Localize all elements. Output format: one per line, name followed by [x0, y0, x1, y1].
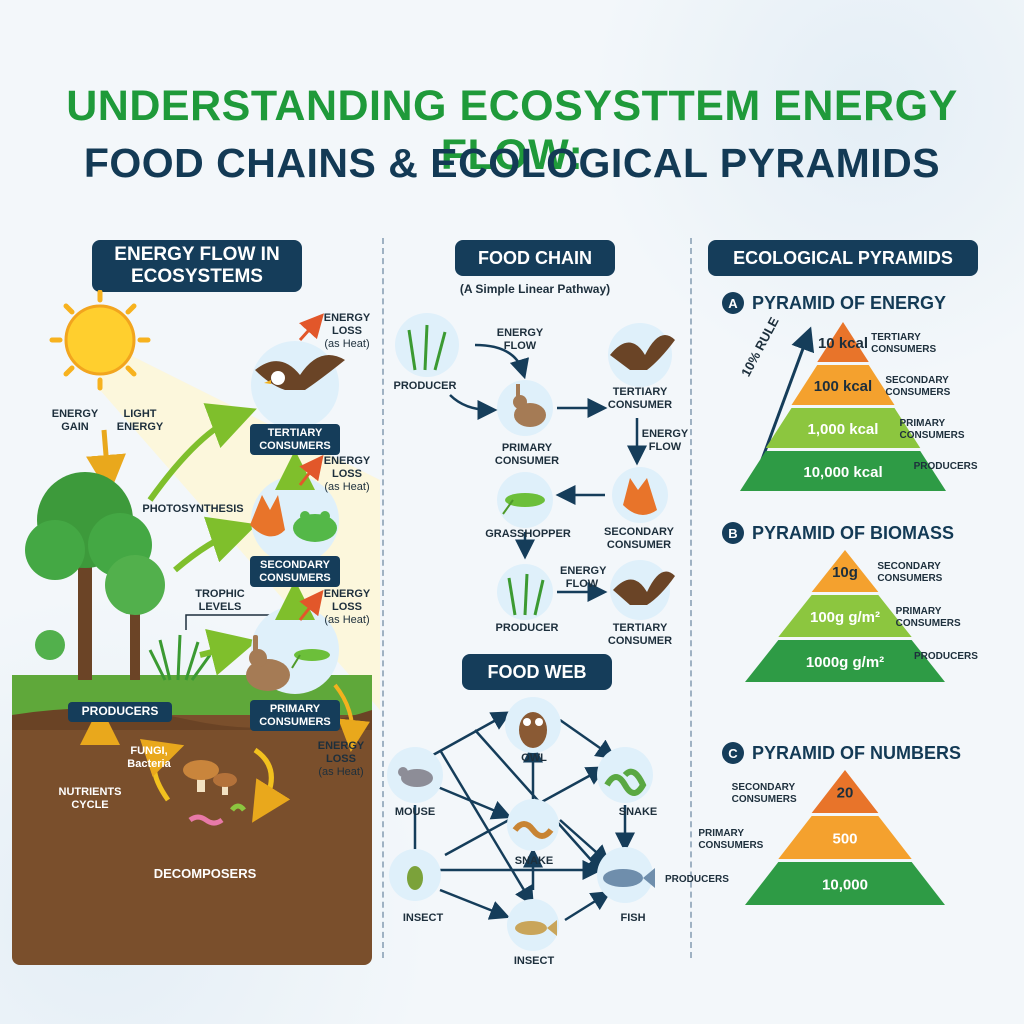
biomass-pyramid-label-2: PRIMARY CONSUMERS [895, 606, 961, 629]
numbers-pyramid-value-2: 500 [832, 831, 857, 848]
biomass-pyramid-label-1: SECONDARY CONSUMERS [877, 561, 943, 584]
mouse-label: MOUSE [394, 806, 436, 818]
fox-icon [250, 495, 285, 537]
fish-icon-2 [515, 920, 557, 936]
grasshopper-icon [502, 493, 545, 515]
biomass-pyramid-value-1: 10g [832, 564, 858, 581]
energy-flow-label-3: ENERGY FLOW [560, 565, 607, 591]
owl-label: OWL [521, 752, 547, 764]
fox-icon [623, 478, 657, 515]
nutrients-cycle-label: NUTRIENTS CYCLE [58, 786, 122, 812]
energy-pyramid-label-1: TERTIARY CONSUMERS [871, 332, 937, 355]
eagle-icon [255, 355, 345, 390]
energy-pyramid-level-3 [765, 408, 921, 448]
energy-gain-label: ENERGY GAIN [51, 408, 99, 434]
energy-pyramid-label-4: PRODUCERS [913, 461, 978, 472]
biomass-pyramid-level-2 [778, 595, 912, 637]
numbers-pyramid-label-3: PRODUCERS [665, 873, 729, 885]
tertiary-consumers-chip: TERTIARY CONSUMERS [250, 424, 340, 456]
numbers-pyramid-value-3: 10,000 [822, 877, 868, 894]
numbers-pyramid-label-2: PRIMARY CONSUMERS [698, 827, 764, 851]
energy-flow-label-1: ENERGY FLOW [496, 327, 544, 353]
snake-label-2: SNAKE [618, 806, 658, 818]
producers-chip: PRODUCERS [68, 702, 172, 722]
producer-label-1: PRODUCER [393, 380, 457, 392]
biomass-pyramid-level-3 [745, 640, 945, 682]
trophic-levels-label: TROPHIC LEVELS [195, 588, 245, 614]
energy-pyramid-label-2: SECONDARY CONSUMERS [885, 375, 951, 398]
energy-loss-label-1: ENERGY LOSS(as Heat) [323, 312, 371, 351]
energy-flow-banner: ENERGY FLOW IN ECOSYSTEMS [92, 240, 302, 292]
tree-icon [25, 472, 165, 680]
numbers-pyramid-label-1: SECONDARY CONSUMERS [731, 781, 797, 805]
fungi-label: FUNGI, Bacteria [127, 745, 171, 771]
energy-pyramid-value-2: 100 kcal [814, 378, 872, 395]
numbers-pyramid-value-1: 20 [837, 785, 854, 802]
food-chain-banner: FOOD CHAIN [455, 240, 615, 276]
energy-pyramid-value-3: 1,000 kcal [808, 421, 879, 438]
numbers-pyramid-level-3 [745, 862, 945, 905]
pyramids-svg: 10 kcal 100 kcal 1,000 kcal 10,000 kcal 10g… [740, 322, 946, 905]
rabbit-icon [513, 384, 546, 427]
photosynthesis-label: PHOTOSYNTHESIS [142, 503, 244, 515]
rabbit-icon [246, 635, 290, 691]
energy-pyramid-level-1 [817, 322, 869, 362]
secondary-consumers-chip: SECONDARY CONSUMERS [250, 556, 340, 588]
eagle-icon-2 [613, 571, 675, 605]
food-chain-subtitle: (A Simple Linear Pathway) [459, 282, 611, 296]
energy-loss-label-4: ENERGY LOSS(as Heat) [317, 740, 365, 779]
food-web-diagram [387, 697, 655, 951]
energy-pyramid-level-4 [740, 451, 946, 491]
decomposers-label: DECOMPOSERS [153, 866, 257, 881]
mouse-icon [398, 767, 433, 787]
insect-label-1: INSECT [402, 912, 444, 924]
page-title: UNDERSTANDING ECOSYSTTEM ENERGY FLOW: [66, 82, 958, 179]
worm-icon [188, 803, 246, 826]
column-divider-left [382, 238, 384, 958]
numbers-pyramid-level-2 [778, 816, 912, 859]
grasshopper-icon [291, 649, 330, 669]
snake-icon [512, 821, 554, 839]
food-web-banner: FOOD WEB [462, 654, 612, 690]
biomass-pyramid-value-3: 1000g g/m² [806, 654, 884, 671]
primary-consumers-chip: PRIMARY CONSUMERS [250, 700, 340, 732]
energy-flow-label-2: ENERGY FLOW [641, 428, 689, 454]
snake-icon-2 [604, 768, 647, 796]
producer-label-2: PRODUCER [495, 622, 559, 634]
numbers-pyramid-level-1 [811, 770, 879, 813]
energy-pyramid-value-1: 10 kcal [818, 335, 868, 352]
grass-icon [407, 324, 447, 371]
eagle-icon [610, 335, 675, 370]
food-chain-diagram [395, 313, 675, 620]
light-energy-label: LIGHT ENERGY [116, 408, 164, 434]
primary-consumer-label: PRIMARY CONSUMER [494, 442, 560, 468]
pyramids-banner: ECOLOGICAL PYRAMIDS [708, 240, 978, 276]
biomass-pyramid-value-2: 100g g/m² [810, 609, 880, 626]
secondary-consumer-label: SECONDARY CONSUMER [604, 526, 674, 552]
snake-label-1: SNAKE [514, 855, 554, 867]
frog-icon [293, 511, 337, 542]
energy-loss-label-2: ENERGY LOSS(as Heat) [323, 455, 371, 494]
grasshopper-label: GRASSHOPPER [485, 528, 571, 540]
sun-icon [49, 290, 151, 391]
tertiary-consumer-label-1: TERTIARY CONSUMER [607, 386, 673, 412]
tertiary-consumer-label-2: TERTIARY CONSUMER [607, 622, 673, 648]
energy-loss-label-3: ENERGY LOSS(as Heat) [323, 588, 371, 627]
fish-icon [603, 868, 655, 888]
biomass-pyramid-label-3: PRODUCERS [914, 651, 978, 662]
insect-icon [407, 866, 423, 890]
energy-pyramid-level-2 [791, 365, 895, 405]
mushroom-icon [183, 760, 237, 795]
insect-label-2: INSECT [513, 955, 555, 967]
fish-label: FISH [620, 912, 646, 924]
page-subtitle: FOOD CHAINS & ECOLOGICAL PYRAMIDS [83, 140, 941, 186]
column-divider-right [690, 238, 692, 958]
energy-pyramid-value-4: 10,000 kcal [803, 464, 882, 481]
energy-pyramid-label-3: PRIMARY CONSUMERS [899, 418, 965, 441]
biomass-pyramid-level-1 [811, 550, 879, 592]
owl-icon [519, 712, 547, 748]
